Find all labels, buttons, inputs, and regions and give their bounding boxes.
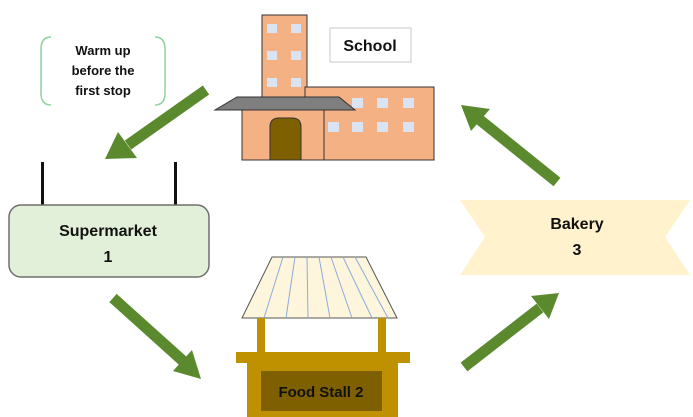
stall-post-right bbox=[378, 318, 386, 355]
awning-stripe bbox=[263, 256, 284, 319]
stall-counter bbox=[236, 352, 410, 363]
bakery-ribbon bbox=[460, 200, 690, 275]
supermarket-sign: Supermarket 1 bbox=[8, 162, 210, 278]
note-callout: Warm up before the first stop bbox=[40, 36, 166, 106]
route-arrows bbox=[105, 85, 561, 379]
note-left-bracket bbox=[40, 36, 52, 106]
awning-stripe bbox=[306, 256, 309, 319]
stall-awning bbox=[241, 256, 398, 319]
sign-pole-right bbox=[174, 162, 177, 206]
school-window bbox=[328, 122, 339, 132]
note-line-2: before the bbox=[72, 63, 135, 78]
awning-stripe bbox=[330, 256, 353, 319]
school-window bbox=[267, 24, 277, 33]
school-building bbox=[213, 14, 435, 161]
arrow-shaft bbox=[460, 303, 544, 372]
school-window bbox=[352, 98, 363, 108]
school-window bbox=[267, 51, 277, 60]
note-line-3: first stop bbox=[75, 83, 131, 98]
school-window bbox=[291, 51, 301, 60]
arrow-head bbox=[173, 350, 201, 379]
arrow-head bbox=[105, 132, 137, 159]
bakery-number: 3 bbox=[573, 242, 582, 259]
supermarket-name: Supermarket bbox=[59, 223, 157, 240]
awning-stripe bbox=[285, 256, 296, 319]
school-window bbox=[267, 78, 277, 87]
arrow-shaft bbox=[476, 115, 561, 187]
food-stall-label: Food Stall 2 bbox=[278, 384, 363, 401]
arrow-head bbox=[461, 105, 490, 131]
awning-stripe bbox=[318, 256, 331, 319]
school-door bbox=[269, 117, 302, 161]
arrow-shaft bbox=[124, 85, 210, 150]
arrow-shaft bbox=[109, 293, 187, 366]
school-window bbox=[291, 78, 301, 87]
supermarket-number: 1 bbox=[104, 249, 113, 266]
sign-pole-left bbox=[41, 162, 44, 206]
awning-stripe bbox=[354, 256, 389, 319]
school-label: School bbox=[343, 38, 396, 55]
school-window bbox=[352, 122, 363, 132]
school-label-box: School bbox=[329, 27, 412, 63]
bakery-banner: Bakery 3 bbox=[460, 200, 690, 275]
stall-post-left bbox=[257, 318, 265, 355]
school-window bbox=[403, 122, 414, 132]
school-window bbox=[291, 24, 301, 33]
food-stall: Food Stall 2 bbox=[236, 256, 410, 417]
awning-stripe bbox=[342, 256, 373, 319]
note-right-bracket bbox=[154, 36, 166, 106]
supermarket-board bbox=[8, 204, 210, 278]
school-window bbox=[403, 98, 414, 108]
school-window bbox=[377, 98, 388, 108]
arrow-head bbox=[531, 293, 559, 319]
note-line-1: Warm up bbox=[75, 43, 130, 58]
bakery-name: Bakery bbox=[550, 216, 603, 233]
school-roof bbox=[213, 96, 357, 111]
school-window bbox=[377, 122, 388, 132]
stall-sign bbox=[261, 371, 382, 411]
